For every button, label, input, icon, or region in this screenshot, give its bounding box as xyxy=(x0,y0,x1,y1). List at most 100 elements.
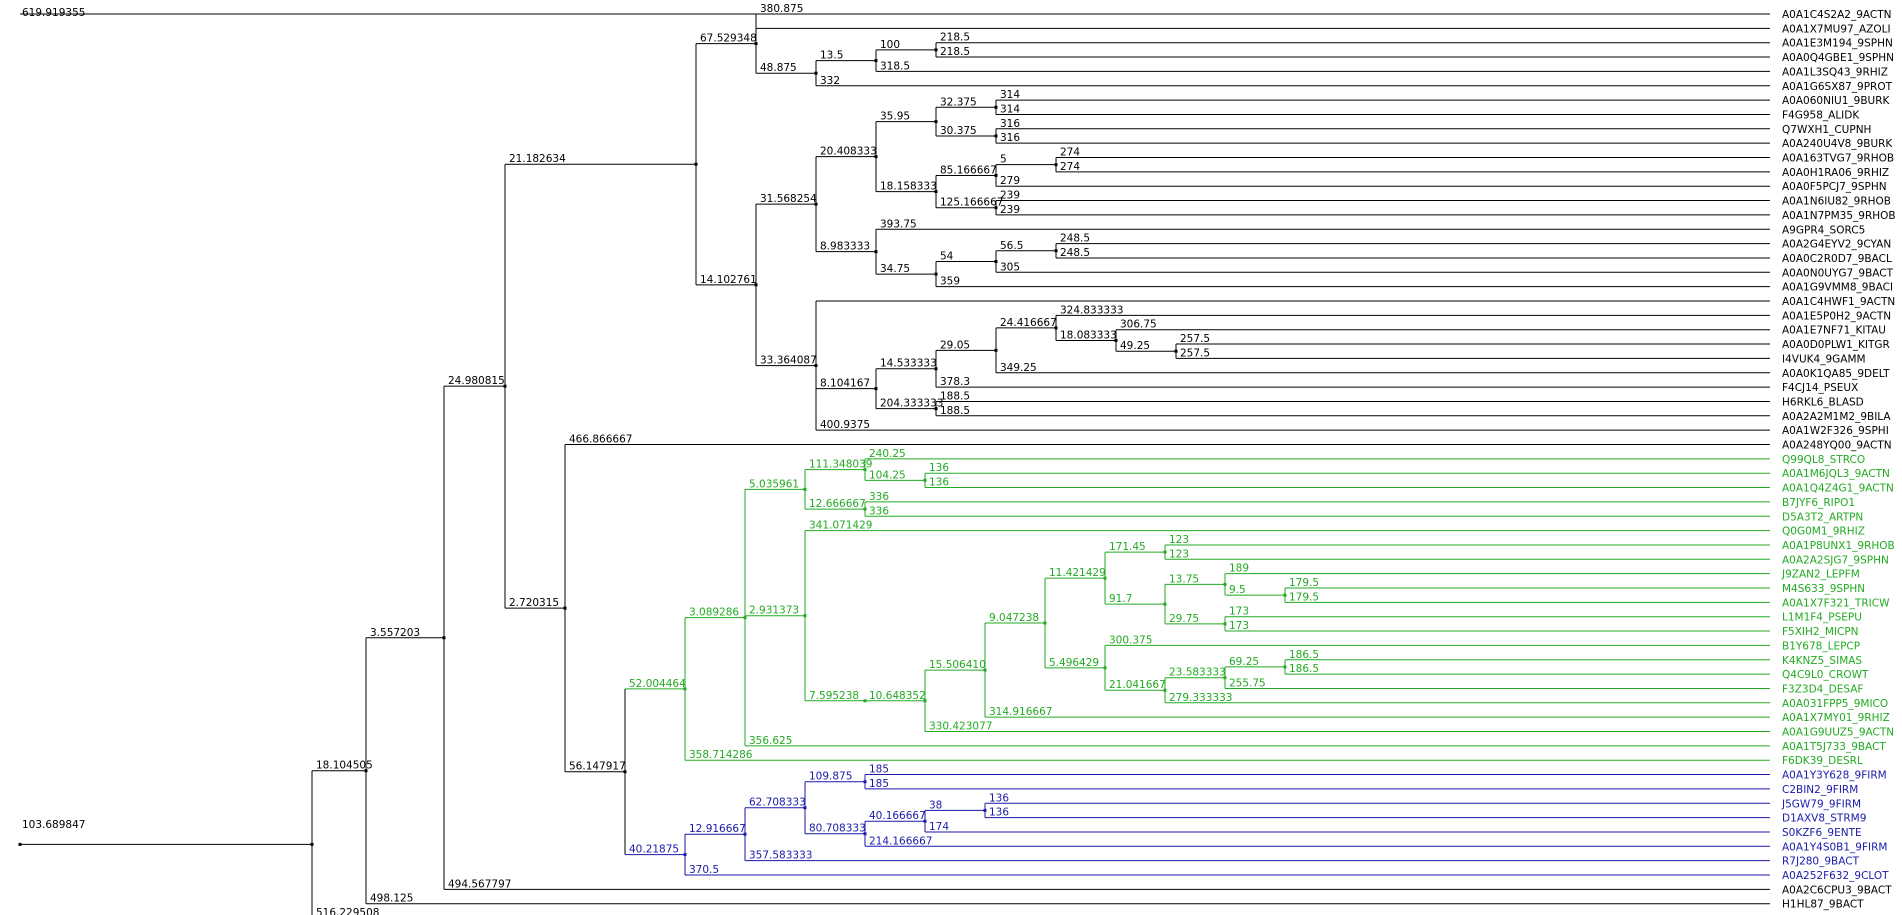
branch-length-label: 29.75 xyxy=(1169,613,1199,625)
branch-length-label: 20.408333 xyxy=(820,146,877,158)
branch-length-label: 9.047238 xyxy=(989,612,1039,624)
branch-length-label: 305 xyxy=(1000,261,1020,273)
branch-length-label: 5.035961 xyxy=(749,478,799,490)
branch-length-label: 300.375 xyxy=(1109,634,1152,646)
branch-length-label: 104.25 xyxy=(869,469,906,481)
leaf-label-text: A9GPR4_SORC5 xyxy=(1782,224,1865,236)
node-marker xyxy=(1054,326,1058,330)
branch-length-label: 274 xyxy=(1060,147,1080,159)
branch-length-label: 13.75 xyxy=(1169,573,1199,585)
branch-length-label: 14.533333 xyxy=(880,358,937,370)
leaf-label-text: A0A1Y4S0B1_9FIRM xyxy=(1782,841,1887,853)
branch-length-label: 11.421429 xyxy=(1049,567,1106,579)
branch-length-label: 91.7 xyxy=(1109,593,1132,605)
leaf-label-text: J9ZAN2_LEPFM xyxy=(1781,569,1860,581)
leaf-label-text: A0A1M6JQL3_9ACTN xyxy=(1782,468,1890,480)
branch-length-label: 324.833333 xyxy=(1060,304,1123,316)
branch-length-label: 341.071429 xyxy=(809,520,872,532)
leaf-label-text: I4VUK4_9GAMM xyxy=(1782,353,1866,365)
node-marker xyxy=(503,384,507,388)
node-marker xyxy=(1223,622,1227,626)
branch-length-label: 123 xyxy=(1169,534,1189,546)
branch-length-label: 18.083333 xyxy=(1060,329,1117,341)
node-marker xyxy=(1103,576,1107,580)
branch-length-label: 14.102761 xyxy=(700,274,757,286)
branch-length-label: 173 xyxy=(1229,606,1249,618)
node-marker xyxy=(743,832,747,836)
node-marker xyxy=(934,120,938,124)
leaf-label-text: D1AXV8_STRM9 xyxy=(1782,813,1866,825)
leaf-label-text: B7JYF6_RIPO1 xyxy=(1782,497,1855,509)
leaf-label-text: F6DK39_DESRL xyxy=(1782,755,1863,767)
node-marker xyxy=(994,173,998,177)
leaf-label-text: A0A1N6IU82_9RHOB xyxy=(1782,196,1891,208)
branch-length-label: 174 xyxy=(929,821,949,833)
branch-length-label: 173 xyxy=(1229,620,1249,632)
branch-length-label: 380.875 xyxy=(760,3,803,15)
branch-length-label: 21.041667 xyxy=(1109,679,1166,691)
leaf-label-text: A0A2C6CPU3_9BACT xyxy=(1782,884,1892,896)
branch-length-label: 32.375 xyxy=(940,96,977,108)
branch-length-label: 171.45 xyxy=(1109,541,1146,553)
branch-length-label: 257.5 xyxy=(1180,333,1210,345)
branch-length-label: 336 xyxy=(869,491,889,503)
branch-length-label: 29.05 xyxy=(940,339,970,351)
branch-length-label: 9.5 xyxy=(1229,584,1246,596)
branch-length-label: 218.5 xyxy=(940,46,970,58)
branch-length-label: 189 xyxy=(1229,563,1249,575)
branch-length-label: 185 xyxy=(869,778,889,790)
branch-length-label: 188.5 xyxy=(940,405,970,417)
node-marker xyxy=(694,162,698,166)
branch-length-label: 255.75 xyxy=(1229,677,1266,689)
branch-length-label: 2.931373 xyxy=(749,605,799,617)
branch-length-label: 179.5 xyxy=(1289,577,1319,589)
branch-length-label: 279.333333 xyxy=(1169,692,1232,704)
branch-length-label: 7.595238 xyxy=(809,690,859,702)
node-marker xyxy=(994,105,998,109)
node-marker xyxy=(994,348,998,352)
branch-length-label: 248.5 xyxy=(1060,247,1090,259)
node-marker xyxy=(743,616,747,620)
branch-length-label: 18.104505 xyxy=(316,760,373,772)
leaf-label-text: Q4C9L0_CROWT xyxy=(1782,669,1869,681)
leaf-label-text: M4S633_9SPHN xyxy=(1782,583,1865,595)
leaf-label-text: A0A2A2SJG7_9SPHN xyxy=(1782,554,1889,566)
leaf-label-text: A0A2G4EYV2_9CYAN xyxy=(1782,239,1891,251)
leaf-label-text: A0A163TVG7_9RHOB xyxy=(1782,153,1894,165)
node-marker xyxy=(1054,249,1058,253)
branch-length-label: 239 xyxy=(1000,190,1020,202)
branch-length-label: 316 xyxy=(1000,118,1020,130)
branch-length-label: 274 xyxy=(1060,161,1080,173)
leaf-label-text: A0A0D0PLW1_KITGR xyxy=(1782,339,1890,351)
branch-length-label: 357.583333 xyxy=(749,850,812,862)
branch-length-label: 332 xyxy=(820,75,840,87)
node-marker xyxy=(994,260,998,264)
leaf-label-text: A0A240U4V8_9BURK xyxy=(1782,138,1893,150)
branch-length-label: 69.25 xyxy=(1229,656,1259,668)
branch-length-label: 13.5 xyxy=(820,50,843,62)
leaf-label-text: A0A1N7PM35_9RHOB xyxy=(1782,210,1896,222)
node-marker xyxy=(1114,338,1118,342)
leaf-label-text: F5XIH2_MICPN xyxy=(1782,626,1859,638)
branch-length-label: 466.866667 xyxy=(569,434,632,446)
branch-length-label: 24.416667 xyxy=(1000,317,1057,329)
branch-length-label: 38 xyxy=(929,799,942,811)
node-marker xyxy=(803,614,807,618)
leaf-label-text: J5GW79_9FIRM xyxy=(1781,798,1861,810)
node-marker xyxy=(814,202,818,206)
branch-length-label: 188.5 xyxy=(940,390,970,402)
branch-length-label: 330.423077 xyxy=(929,721,992,733)
node-marker xyxy=(754,283,758,287)
branch-length-label: 370.5 xyxy=(689,864,719,876)
leaf-label-text: Q99QL8_STRCO xyxy=(1782,454,1865,466)
leaf-label-text: Q7WXH1_CUPNH xyxy=(1782,124,1871,136)
branch-length-label: 358.714286 xyxy=(689,749,753,761)
node-marker xyxy=(923,699,927,703)
branch-length-label: 400.9375 xyxy=(820,419,870,431)
leaf-label-text: A0A1C4HWF1_9ACTN xyxy=(1782,296,1895,308)
node-marker xyxy=(863,832,867,836)
branch-length-label: 5.496429 xyxy=(1049,657,1099,669)
branch-length-label: 35.95 xyxy=(880,111,910,123)
node-marker xyxy=(863,507,867,511)
